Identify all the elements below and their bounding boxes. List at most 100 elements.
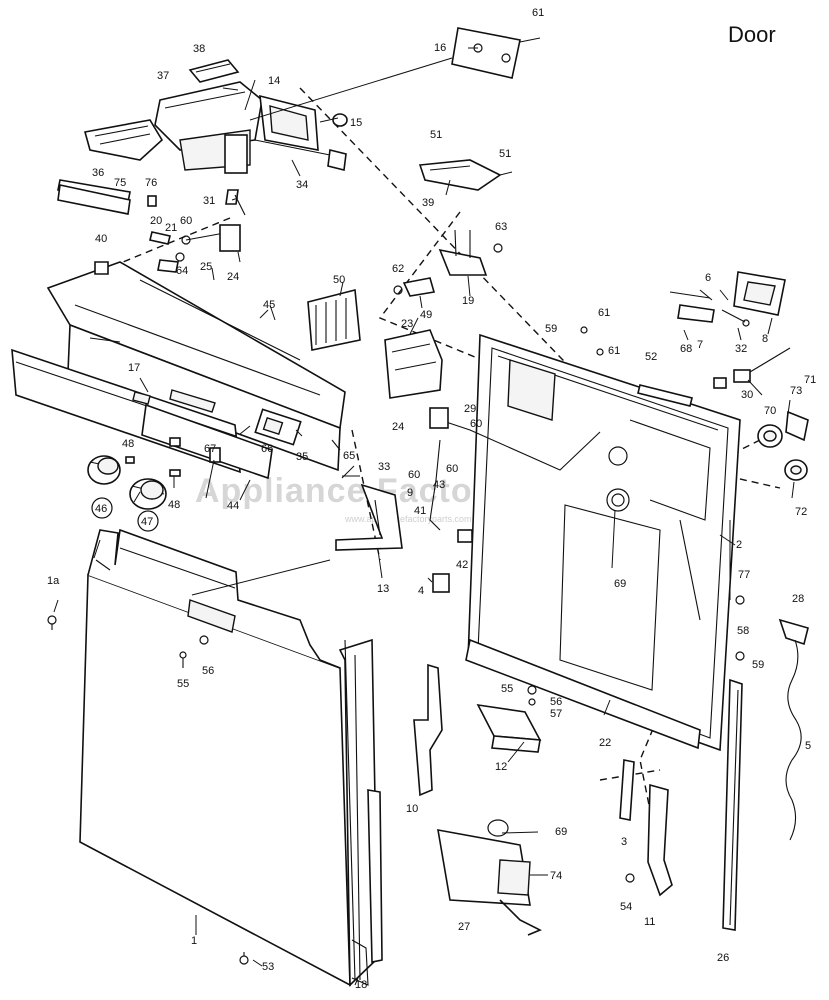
callout-41: 41 xyxy=(414,505,426,517)
callout-40: 40 xyxy=(95,233,107,245)
rinse-aid-cap xyxy=(83,119,164,161)
callout-4: 4 xyxy=(418,585,424,597)
callout-68: 68 xyxy=(680,343,692,355)
callout-67: 67 xyxy=(204,443,216,455)
hinge-3 xyxy=(619,759,635,821)
hinge-11 xyxy=(625,783,673,897)
callout-54: 54 xyxy=(620,901,632,913)
hinge-arm-26 xyxy=(722,678,743,931)
callout-36: 36 xyxy=(92,167,104,179)
callout-58: 58 xyxy=(737,625,749,637)
callout-16: 16 xyxy=(434,42,446,54)
callout-51-right: 51 xyxy=(499,148,511,160)
callout-60-left: 60 xyxy=(408,469,420,481)
callout-2: 2 xyxy=(736,539,742,551)
callout-25: 25 xyxy=(200,261,212,273)
callout-30: 30 xyxy=(741,389,753,401)
bracket-12 xyxy=(476,685,542,753)
callout-59-top: 59 xyxy=(545,323,557,335)
dispenser-housing xyxy=(154,81,263,174)
watermark-url: www.appliancefactoryparts.com xyxy=(344,514,472,524)
callout-52: 52 xyxy=(645,351,657,363)
callout-65: 65 xyxy=(343,450,355,462)
callout-39: 39 xyxy=(422,197,434,209)
callout-55-right: 55 xyxy=(501,683,513,695)
bracket-10 xyxy=(413,663,443,797)
clip-7 xyxy=(677,289,715,323)
callout-42: 42 xyxy=(456,559,468,571)
knob-inserts xyxy=(125,437,221,477)
small-hardware-top-left xyxy=(57,184,246,275)
knob-left xyxy=(87,455,121,485)
callout-21: 21 xyxy=(165,222,177,234)
wiring-harness xyxy=(331,407,601,593)
callout-60-top: 60 xyxy=(180,215,192,227)
plug-cap xyxy=(332,113,348,127)
gasket-frame xyxy=(254,94,347,171)
callout-34: 34 xyxy=(296,179,308,191)
hinge-bracket-19 xyxy=(438,229,503,276)
callout-61: 61 xyxy=(532,7,544,19)
callout-8: 8 xyxy=(762,333,768,345)
callout-61-lower: 61 xyxy=(608,345,620,357)
callout-24-mid: 24 xyxy=(392,421,404,433)
callout-48-left: 48 xyxy=(122,438,134,450)
callout-59-bottom: 59 xyxy=(752,659,764,671)
callout-32: 32 xyxy=(735,343,747,355)
callout-18: 18 xyxy=(355,979,367,991)
callout-35: 35 xyxy=(296,451,308,463)
cap-72 xyxy=(784,459,808,481)
callout-44: 44 xyxy=(227,500,239,512)
terminal-block-23 xyxy=(384,329,443,399)
callout-38: 38 xyxy=(193,43,205,55)
dispenser-lid xyxy=(188,59,240,83)
callout-43: 43 xyxy=(433,479,445,491)
callout-27: 27 xyxy=(458,921,470,933)
callout-56-left: 56 xyxy=(202,665,214,677)
callout-5: 5 xyxy=(805,740,811,752)
door-seal-strip xyxy=(344,639,369,986)
callout-33: 33 xyxy=(378,461,390,473)
hinge-bracket-39 xyxy=(418,159,513,191)
lever-49 xyxy=(393,277,436,297)
callout-71: 71 xyxy=(804,374,816,386)
callout-48-right: 48 xyxy=(168,499,180,511)
drain-module-27-74 xyxy=(437,819,542,936)
callout-53: 53 xyxy=(262,961,274,973)
callout-56-right: 56 xyxy=(550,696,562,708)
callout-77: 77 xyxy=(738,569,750,581)
callout-7: 7 xyxy=(697,339,703,351)
latch-8 xyxy=(733,271,786,316)
callout-69-bottom: 69 xyxy=(555,826,567,838)
callout-29: 29 xyxy=(464,403,476,415)
callout-51-top: 51 xyxy=(430,129,442,141)
pin-32 xyxy=(721,309,750,327)
callout-31: 31 xyxy=(203,195,215,207)
callout-28: 28 xyxy=(792,593,804,605)
callout-47: 47 xyxy=(141,516,153,528)
callout-13: 13 xyxy=(377,583,389,595)
switch-block xyxy=(254,408,302,446)
control-label-plate xyxy=(141,403,273,480)
callout-23: 23 xyxy=(401,318,413,330)
callout-14: 14 xyxy=(268,75,280,87)
callout-66: 66 xyxy=(261,443,273,455)
callout-26: 26 xyxy=(717,952,729,964)
callout-62: 62 xyxy=(392,263,404,275)
callout-60-mid: 60 xyxy=(446,463,458,475)
callout-64: 64 xyxy=(176,265,188,277)
callout-46: 46 xyxy=(95,503,107,515)
callout-3: 3 xyxy=(621,836,627,848)
callout-19: 19 xyxy=(462,295,474,307)
terminal-block-50 xyxy=(307,288,361,351)
callout-17: 17 xyxy=(128,362,140,374)
callout-50: 50 xyxy=(333,274,345,286)
callout-57: 57 xyxy=(550,708,562,720)
callout-70: 70 xyxy=(764,405,776,417)
callout-15: 15 xyxy=(350,117,362,129)
spring-5 xyxy=(778,618,809,841)
callout-45: 45 xyxy=(263,299,275,311)
diagram-title: Door xyxy=(728,22,776,47)
